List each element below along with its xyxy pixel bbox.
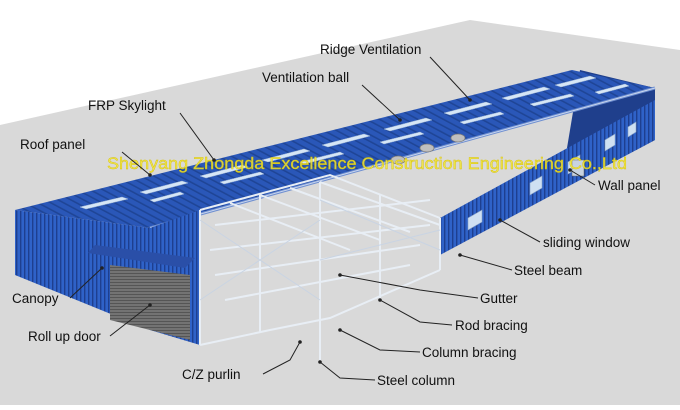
label-wall-panel: Wall panel: [598, 178, 661, 193]
label-sliding-window: sliding window: [543, 235, 630, 250]
label-frp-skylight: FRP Skylight: [88, 98, 166, 113]
steel-frame: [199, 173, 441, 360]
wall-panel: [440, 100, 655, 255]
leader-dots: [100, 98, 572, 364]
label-roof-panel: Roof panel: [20, 137, 85, 152]
label-roll-up-door: Roll up door: [28, 329, 101, 344]
label-steel-column: Steel column: [377, 373, 455, 388]
leader-lines: [69, 56, 596, 381]
label-cz-purlin: C/Z purlin: [182, 367, 241, 382]
label-ventilation-ball: Ventilation ball: [262, 70, 349, 85]
watermark: Shenyang Zhongda Excellence Construction…: [107, 154, 627, 173]
label-gutter: Gutter: [480, 291, 518, 306]
label-canopy: Canopy: [12, 291, 59, 306]
label-steel-beam: Steel beam: [514, 263, 582, 278]
canopy: [88, 245, 195, 268]
label-ridge-ventilation: Ridge Ventilation: [320, 42, 421, 57]
roll-up-door: [110, 265, 190, 340]
wall-panel-door: [571, 159, 585, 177]
rod-bracing: [199, 199, 441, 301]
label-column-bracing: Column bracing: [422, 345, 517, 360]
ventilation-balls: [390, 133, 466, 165]
frp-skylights: [79, 75, 630, 210]
roof-panel: [15, 70, 655, 228]
label-rod-bracing: Rod bracing: [455, 318, 528, 333]
